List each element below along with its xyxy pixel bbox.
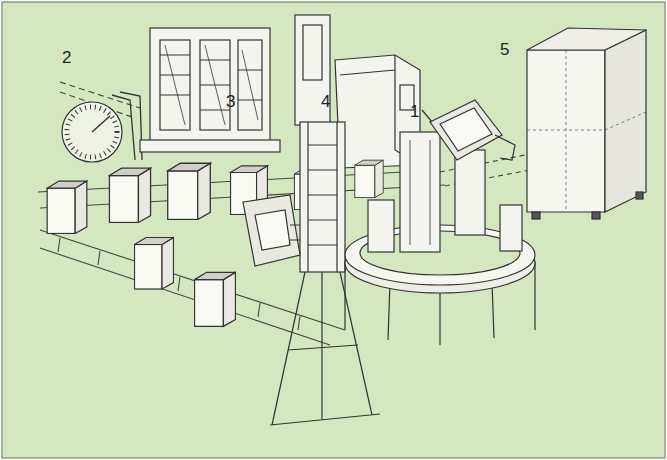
rotary-wrapping-table-part: [410, 140, 430, 245]
pallet-load-part: [636, 192, 643, 199]
cartons-part: [47, 181, 87, 233]
conveyor-rails-part: [40, 230, 345, 330]
rotary-wrapping-table-part: [440, 108, 492, 151]
callout-number: 3: [226, 92, 235, 112]
pallet-load: [527, 28, 646, 219]
weighing-filling-machine-part: [295, 15, 330, 125]
filling-gauge-part: [92, 116, 110, 132]
pallet-load-part: [605, 30, 646, 212]
callout-number: 4: [321, 92, 330, 112]
callout-number: 2: [62, 48, 71, 68]
weighing-filling-machine-part: [140, 140, 280, 152]
filling-gauge: [62, 92, 142, 162]
rotary-wrapping-table-part: [455, 150, 485, 235]
callout-number: 5: [500, 40, 509, 60]
conveyor-rails-part: [258, 303, 260, 317]
filling-gauge-part: [62, 102, 122, 162]
conveyor-rails-part: [98, 251, 100, 265]
rotary-wrapping-table-part: [430, 100, 502, 160]
callout-number: 1: [410, 102, 419, 122]
cartons-part: [195, 272, 236, 326]
cartons-part: [135, 238, 174, 290]
pallet-load-part: [527, 50, 646, 212]
carton-lifter-part: [300, 122, 345, 272]
cartons-part: [355, 160, 383, 197]
conveyor-rails: [38, 82, 530, 345]
rotary-wrapping-table-part: [400, 132, 440, 252]
weighing-filling-machine-part: [165, 45, 258, 125]
rotary-wrapping-table-part: [495, 135, 515, 160]
carton-lifter-part: [308, 122, 337, 272]
filling-gauge-part: [112, 92, 142, 160]
carton-lifter-part: [270, 272, 380, 425]
pallet-load-part: [527, 28, 646, 50]
weighing-filling-machine: [140, 15, 420, 168]
conveyor-rails-part: [298, 316, 300, 330]
weighing-filling-machine-part: [160, 55, 262, 110]
conveyor-rails-part: [40, 248, 330, 345]
cartons-part: [109, 168, 150, 222]
conveyor-rails-part: [178, 277, 180, 291]
conveyor-rails-part: [58, 238, 60, 252]
carton-lifter-part: [290, 225, 300, 240]
rotary-wrapping-table-part: [368, 200, 394, 252]
pallet-load-part: [532, 212, 540, 219]
carton-lifter-part: [255, 210, 290, 250]
rotary-wrapping-table: [345, 100, 535, 345]
pallet-load-part: [592, 212, 600, 219]
carton-lifter-part: [243, 195, 300, 266]
weighing-filling-machine-part: [150, 28, 270, 143]
cartons-part: [168, 163, 211, 219]
rotary-wrapping-table-part: [422, 110, 432, 122]
weighing-filling-machine-part: [303, 25, 322, 80]
rotary-wrapping-table-part: [500, 205, 522, 251]
filling-gauge-part: [67, 107, 117, 157]
